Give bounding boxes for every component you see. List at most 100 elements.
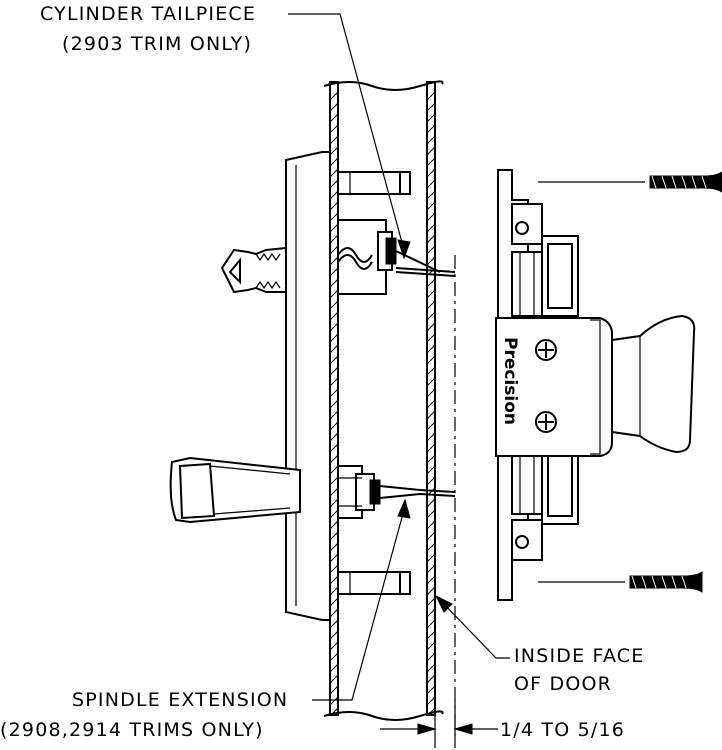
housing-screw-top: [535, 339, 557, 361]
hatch-line: [426, 256, 436, 266]
cylinder-housing: [337, 219, 441, 295]
hatch-line: [426, 289, 436, 299]
spindle-extension-label: SPINDLE EXTENSION: [72, 689, 288, 711]
cylinder-tailpiece: [395, 267, 456, 277]
hatch-line: [426, 663, 436, 673]
hatch-line: [426, 630, 436, 640]
hatch-line: [426, 234, 436, 244]
hatch-line: [329, 498, 339, 508]
mounting-stud-top: [337, 171, 411, 195]
hatch-line: [329, 201, 339, 211]
cylinder-tailpiece-label: CYLINDER TAILPIECE: [40, 3, 256, 25]
hatch-line: [426, 531, 436, 541]
hatch-line: [426, 432, 436, 442]
inside-face-label: INSIDE FACE: [514, 645, 644, 667]
mounting-screw-hole-top: [515, 221, 529, 235]
hatch-line: [426, 586, 436, 596]
hatch-line: [329, 256, 339, 266]
mounting-screw-icon-bottom: [538, 571, 703, 593]
hatch-line: [426, 333, 436, 343]
spindle-extension: [379, 485, 456, 499]
hatch-line: [426, 157, 436, 167]
hatch-line: [426, 553, 436, 563]
hatch-line: [329, 696, 339, 706]
hatch-line: [426, 674, 436, 684]
hatch-line: [426, 366, 436, 376]
hatch-line: [426, 201, 436, 211]
door-bottom-break-line: [323, 710, 444, 721]
hatch-line: [426, 190, 436, 200]
hatch-line: [426, 520, 436, 530]
hatch-line: [329, 542, 339, 552]
hatch-line: [329, 531, 339, 541]
hatch-line: [426, 575, 436, 585]
hatch-line: [426, 223, 436, 233]
housing-screw-bottom: [535, 411, 557, 433]
hatch-line: [426, 421, 436, 431]
hatch-line: [426, 344, 436, 354]
spindle-assembly: [337, 465, 381, 519]
hatch-line: [426, 696, 436, 706]
hatch-line: [329, 168, 339, 178]
hatch-line: [329, 663, 339, 673]
hatch-line: [329, 476, 339, 486]
hatch-line: [329, 212, 339, 222]
door-right-skin: [426, 81, 436, 716]
hatch-line: [426, 245, 436, 255]
hatch-line: [426, 322, 436, 332]
hatch-line: [329, 564, 339, 574]
hatch-line: [426, 608, 436, 618]
hatch-line: [329, 190, 339, 200]
hatch-line: [426, 113, 436, 123]
hatch-line: [329, 465, 339, 475]
hatch-line: [426, 399, 436, 409]
hatch-line: [426, 685, 436, 695]
hatch-line: [426, 597, 436, 607]
hatch-line: [426, 652, 436, 662]
hatch-line: [329, 355, 339, 365]
hatch-line: [329, 146, 339, 156]
push-paddle: [169, 456, 301, 524]
inside-knob: [611, 314, 696, 454]
spindle-extension-callout: SPINDLE EXTENSION (2908,2914 TRIMS ONLY): [0, 498, 411, 741]
hatch-line: [426, 168, 436, 178]
spindle-extension-note: (2908,2914 TRIMS ONLY): [0, 719, 264, 741]
inside-face-note: OF DOOR: [514, 673, 612, 695]
hatch-line: [426, 542, 436, 552]
hatch-line: [329, 399, 339, 409]
hatch-line: [426, 300, 436, 310]
door-skin-hatching: [329, 91, 436, 717]
mounting-screw-hole-bottom: [515, 535, 529, 549]
mounting-screw-icon-top: [538, 171, 722, 193]
hatch-line: [426, 454, 436, 464]
hatch-line: [329, 586, 339, 596]
hatch-line: [426, 102, 436, 112]
hatch-line: [329, 630, 339, 640]
hatch-line: [329, 641, 339, 651]
cylinder-tailpiece-callout: CYLINDER TAILPIECE (2903 TRIM ONLY): [40, 3, 411, 260]
hatch-line: [426, 388, 436, 398]
hatch-line: [426, 146, 436, 156]
hatch-line: [329, 575, 339, 585]
hatch-line: [329, 289, 339, 299]
hatch-line: [426, 641, 436, 651]
hatch-line: [426, 476, 436, 486]
hatch-line: [426, 135, 436, 145]
hatch-line: [329, 432, 339, 442]
inside-lever-housing: [495, 317, 613, 457]
hatch-line: [329, 102, 339, 112]
mounting-stud-bottom: [337, 571, 411, 595]
brand-logo-text: Precision: [500, 337, 520, 425]
door-left-skin: [329, 81, 339, 716]
hatch-line: [426, 124, 436, 134]
hatch-line: [329, 421, 339, 431]
door-section: [323, 80, 456, 740]
hatch-line: [329, 344, 339, 354]
hatch-line: [329, 267, 339, 277]
hatch-line: [426, 355, 436, 365]
hatch-line: [329, 619, 339, 629]
hatch-line: [329, 388, 339, 398]
hatch-line: [329, 454, 339, 464]
hatch-line: [329, 487, 339, 497]
